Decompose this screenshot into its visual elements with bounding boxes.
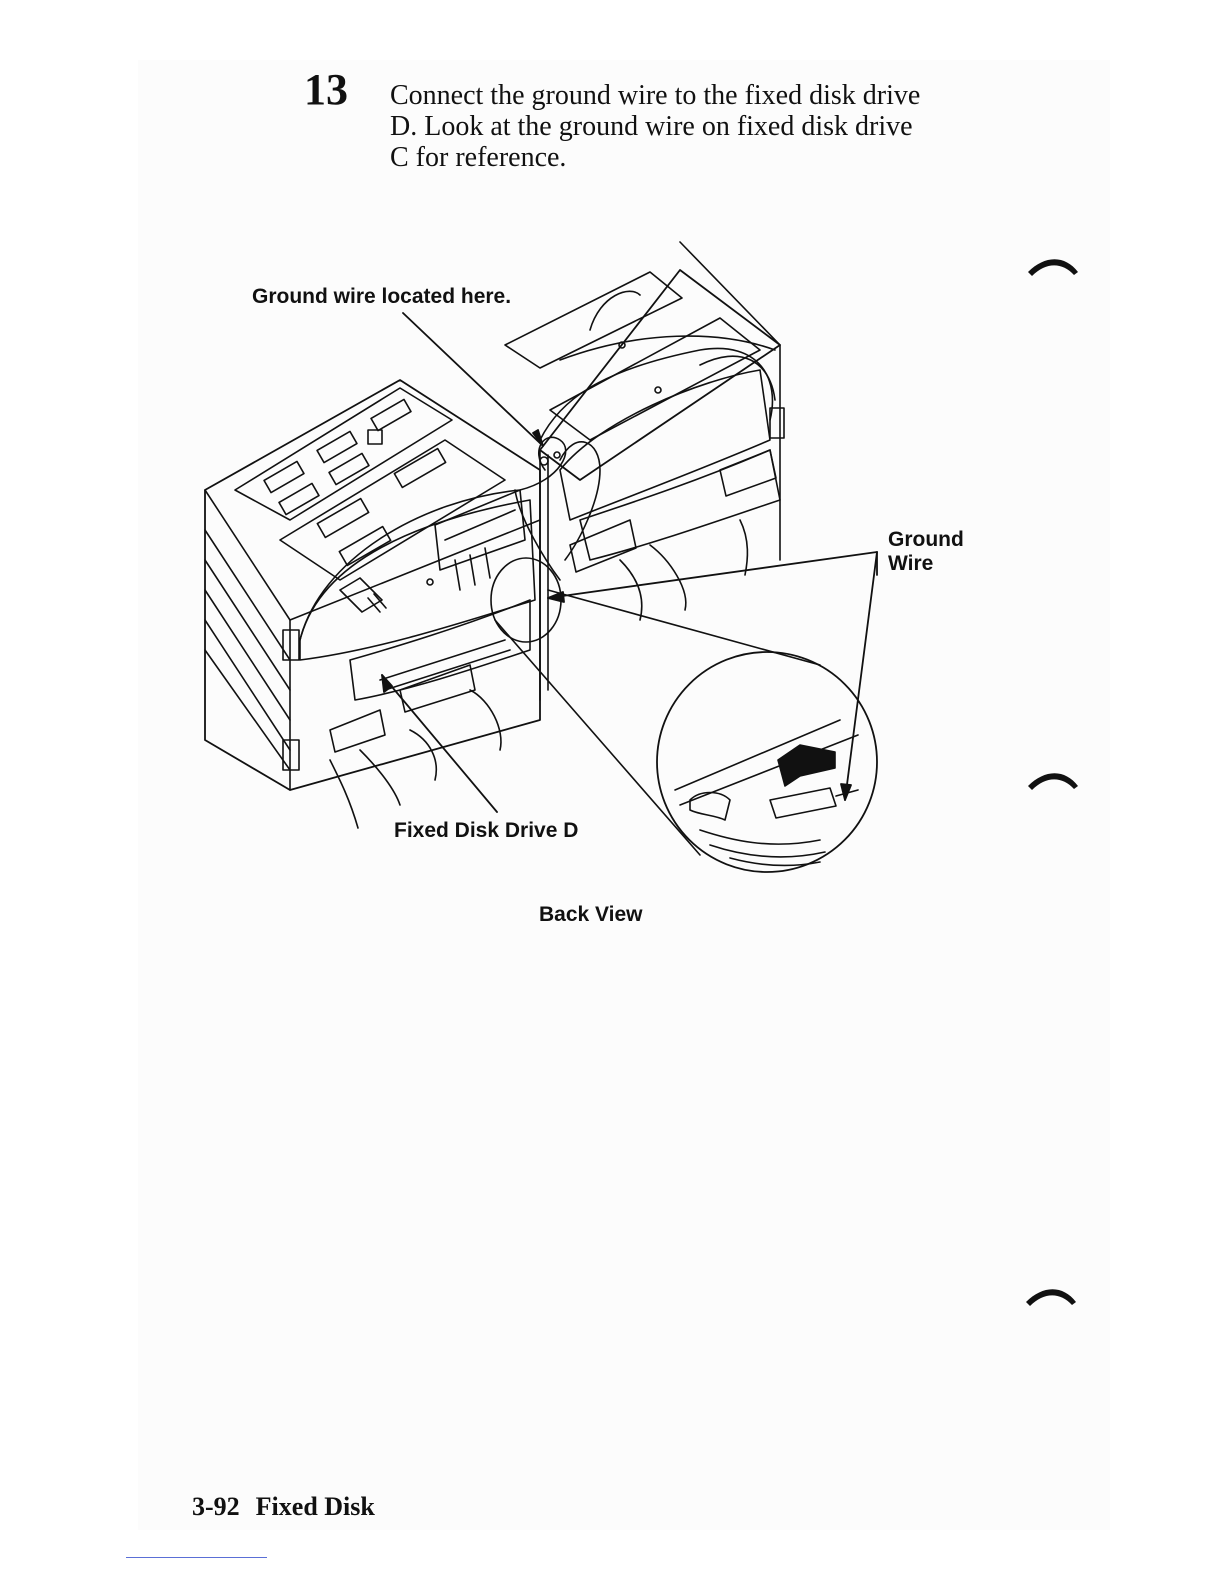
binder-marks (1026, 259, 1078, 1306)
ground-wire (300, 356, 775, 640)
callout-ground-wire-location: Ground wire located here. (252, 285, 511, 309)
callout-ground-wire-line1: Ground (888, 528, 964, 552)
callout-leaders (382, 313, 877, 812)
page-footer: 3-92 Fixed Disk (192, 1492, 375, 1522)
figure-caption: Back View (539, 903, 643, 927)
footer-section-title: Fixed Disk (256, 1492, 375, 1521)
footer-page-number: 3-92 (192, 1492, 240, 1521)
left-drive-unit (205, 380, 540, 828)
callout-ground-wire-line2: Wire (888, 552, 933, 576)
right-drive-unit (505, 242, 784, 700)
callout-fixed-disk-drive-d: Fixed Disk Drive D (394, 819, 578, 843)
footer-rule (126, 1557, 267, 1558)
